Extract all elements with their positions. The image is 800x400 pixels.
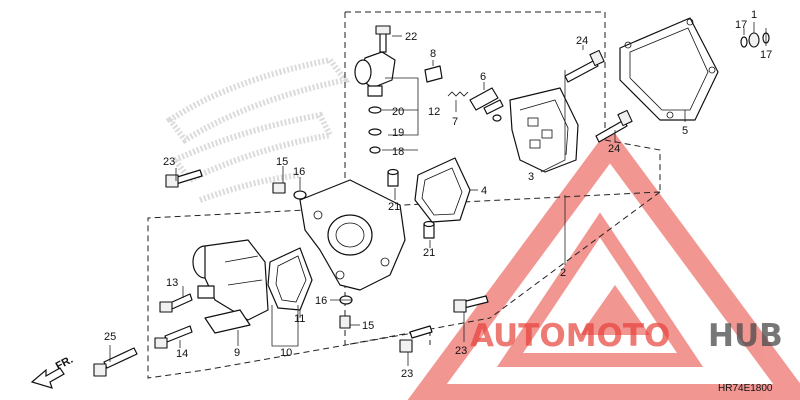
label-7: 7 <box>452 116 458 128</box>
watermark-logo-icon <box>407 126 800 400</box>
front-direction-arrow-icon: FR. <box>30 354 75 389</box>
label-15-bottom: 15 <box>362 320 374 332</box>
clip-part-8 <box>424 65 443 83</box>
label-16-top: 16 <box>293 166 305 178</box>
diagram-code: HR74E1800 <box>718 383 773 394</box>
label-8: 8 <box>430 48 436 60</box>
valve-part-6 <box>469 87 504 122</box>
label-13: 13 <box>166 277 178 289</box>
gasket-part-5 <box>619 17 719 121</box>
linear-solenoid-part-9 <box>192 239 269 334</box>
label-23-left: 23 <box>163 156 175 168</box>
dowel-part-21 <box>387 168 435 239</box>
label-17-right: 17 <box>760 49 772 61</box>
label-18: 18 <box>392 146 404 158</box>
label-25: 25 <box>104 331 116 343</box>
valve-body-part-2 <box>299 179 406 291</box>
bolt-part-24 <box>564 49 633 143</box>
gasket-part-11 <box>267 247 313 311</box>
label-24-right: 24 <box>608 143 620 155</box>
gasket-part-4 <box>414 157 471 223</box>
bolt-part-14 <box>154 325 193 349</box>
label-23-bottom: 23 <box>401 368 413 380</box>
label-5: 5 <box>682 125 688 137</box>
bolt-part-15 <box>272 182 307 200</box>
label-10: 10 <box>280 347 292 359</box>
watermark-brand-right: HUB <box>708 318 783 354</box>
watermark-brand-left: AUTOMOTO <box>470 318 670 354</box>
label-3: 3 <box>528 171 534 183</box>
bolt-part-25 <box>93 347 138 377</box>
washer-part-16 <box>339 295 353 329</box>
label-22: 22 <box>405 31 417 43</box>
label-16-bottom: 16 <box>315 295 327 307</box>
label-11: 11 <box>294 313 305 325</box>
bolt-part-13 <box>159 293 193 313</box>
solenoid-part-12 <box>354 25 396 154</box>
spring-part-7 <box>447 91 469 97</box>
background-logo-pattern <box>165 56 351 203</box>
label-24-top: 24 <box>576 35 588 47</box>
cover-part-3 <box>509 87 579 173</box>
label-20: 20 <box>392 106 404 118</box>
label-15-top: 15 <box>276 156 288 168</box>
label-23-right: 23 <box>455 345 467 357</box>
label-19: 19 <box>392 127 404 139</box>
label-6: 6 <box>480 71 486 83</box>
front-direction-label: FR. <box>54 354 75 373</box>
label-12: 12 <box>428 106 440 118</box>
label-21-bottom: 21 <box>423 247 435 259</box>
watermark-brand: AUTOMOTO HUB <box>470 318 783 354</box>
label-1: 1 <box>751 9 757 21</box>
label-2: 2 <box>560 267 566 279</box>
bolt-part-23 <box>165 169 489 353</box>
label-9: 9 <box>234 347 240 359</box>
plug-part-1 <box>740 32 770 48</box>
label-21-top: 21 <box>388 201 400 213</box>
label-14: 14 <box>176 348 188 360</box>
part-labels: 22 12 20 19 18 8 6 7 24 24 3 5 17 1 17 4… <box>104 9 772 380</box>
label-17-left: 17 <box>735 19 747 31</box>
label-4: 4 <box>481 185 487 197</box>
leader-lines <box>109 22 767 366</box>
